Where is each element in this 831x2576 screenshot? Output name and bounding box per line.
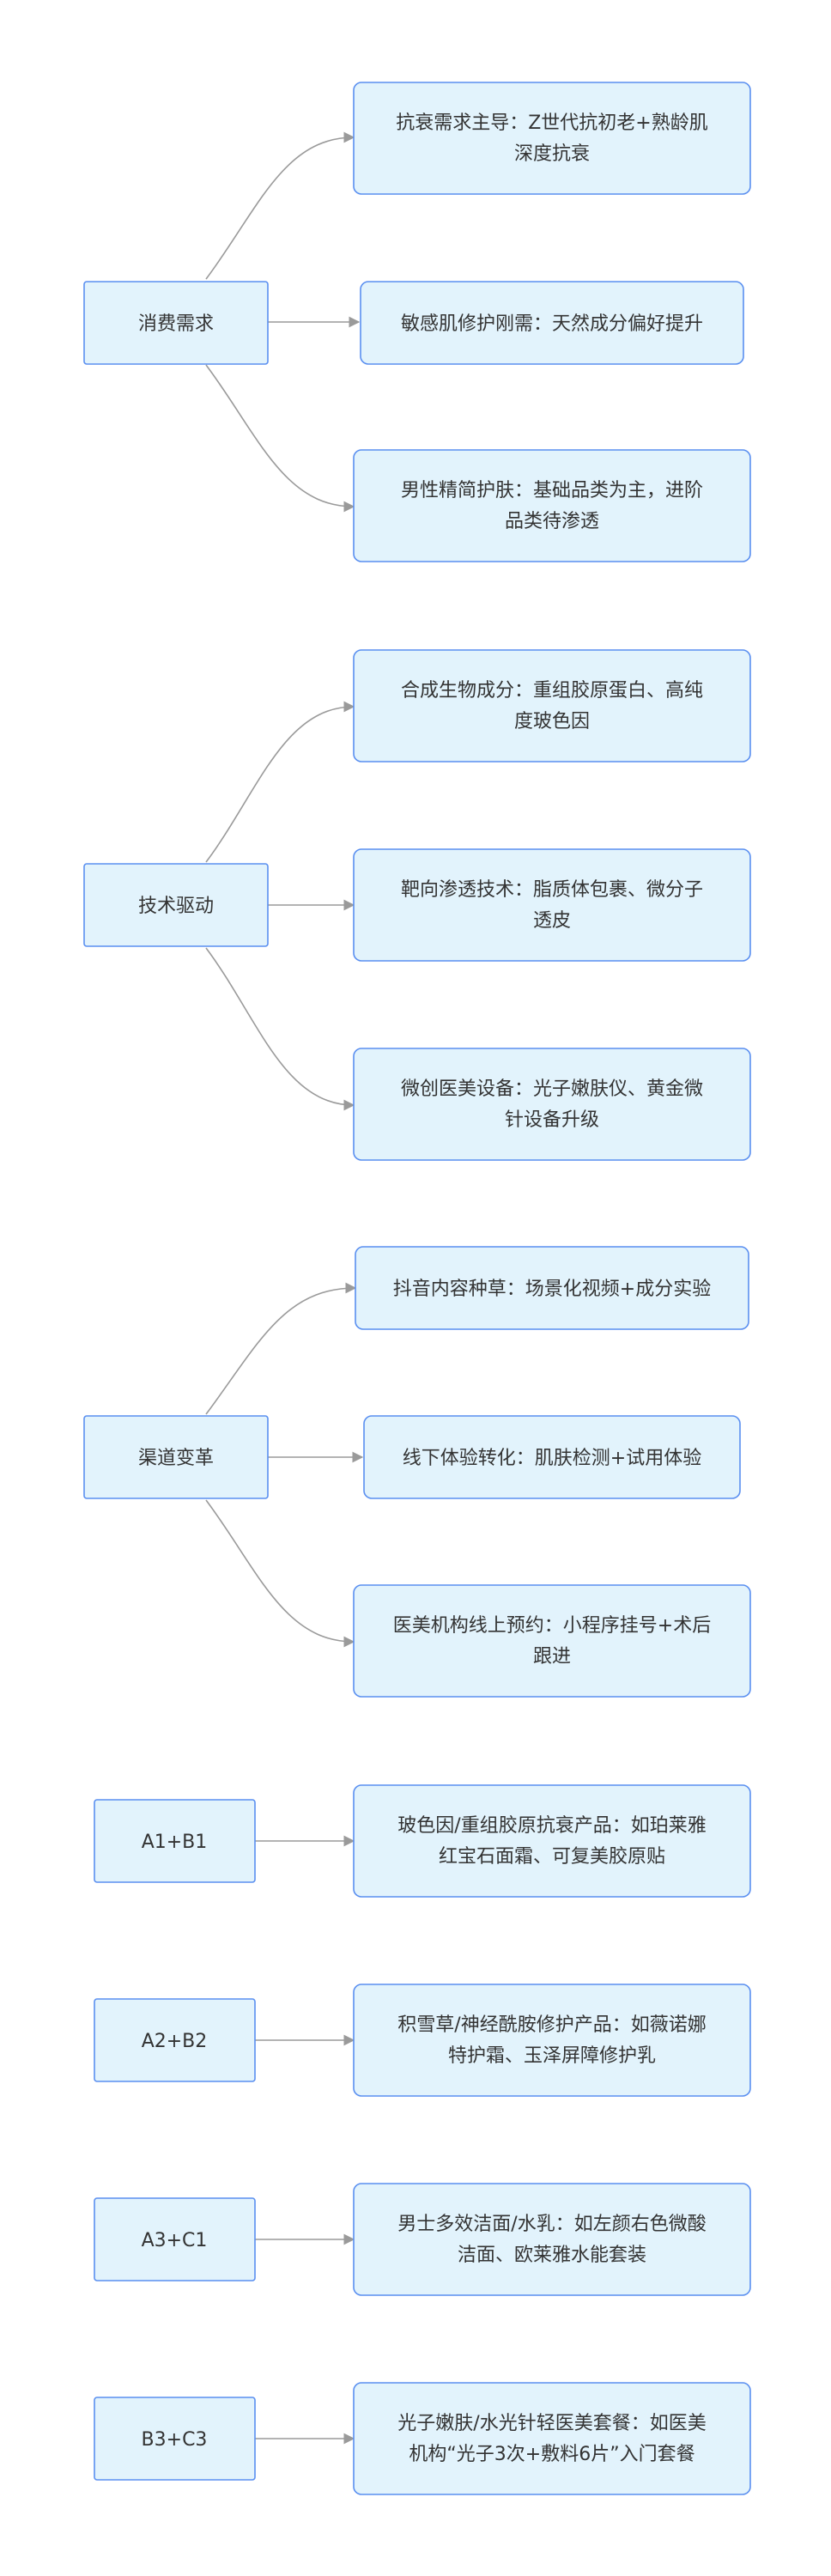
node-label: 技术驱动 [138, 896, 214, 917]
node-line-2: 机构“光子3次+敷料6片”入门套餐 [409, 2444, 695, 2465]
node-anti-aging-products: 玻色因/重组胶原抗衰产品：如珀莱雅 红宝石面霜、可复美胶原贴 [353, 1784, 751, 1898]
node-channel-change: 渠道变革 [83, 1415, 269, 1499]
node-consumer-demand: 消费需求 [83, 281, 269, 365]
node-sensitive-skin: 敏感肌修护刚需：天然成分偏好提升 [360, 281, 744, 365]
node-label: 消费需求 [138, 313, 214, 335]
node-b3c3: B3+C3 [94, 2397, 256, 2481]
node-label: 渠道变革 [138, 1448, 214, 1469]
node-line-1: 合成生物成分：重组胶原蛋白、高纯 [401, 680, 703, 702]
node-line-1: 靶向渗透技术：脂质体包裹、微分子 [401, 879, 703, 901]
node-label: B3+C3 [142, 2429, 208, 2451]
node-male-skincare: 男性精简护肤：基础品类为主，进阶 品类待渗透 [353, 449, 751, 562]
node-a3c1: A3+C1 [94, 2197, 256, 2281]
node-line-2: 品类待渗透 [505, 511, 599, 532]
node-a1b1: A1+B1 [94, 1799, 256, 1883]
node-clinic-booking: 医美机构线上预约：小程序挂号+术后 跟进 [353, 1584, 751, 1698]
edges [205, 131, 364, 2445]
node-line-1: 抖音内容种草：场景化视频+成分实验 [393, 1279, 711, 1300]
node-mens-products: 男士多效洁面/水乳：如左颜右色微酸 洁面、欧莱雅水能套装 [353, 2183, 751, 2296]
node-label: A2+B2 [142, 2031, 208, 2052]
node-line-1: 玻色因/重组胶原抗衰产品：如珀莱雅 [397, 1815, 706, 1837]
node-line-1: 抗衰需求主导：Z世代抗初老+熟龄肌 [396, 112, 708, 134]
node-line-2: 度玻色因 [514, 711, 590, 732]
node-line-1: 男士多效洁面/水乳：如左颜右色微酸 [397, 2214, 706, 2235]
edge-tech-1 [205, 701, 355, 863]
node-line-2: 透皮 [533, 910, 571, 932]
node-tech-driven: 技术驱动 [83, 863, 269, 947]
node-line-1: 积雪草/神经酰胺修护产品：如薇诺娜 [397, 2014, 706, 2036]
edge-consumer-3 [205, 364, 355, 513]
edge-channel-1 [205, 1282, 357, 1415]
node-line-1: 医美机构线上预约：小程序挂号+术后 [393, 1615, 711, 1637]
node-line-1: 线下体验转化：肌肤检测+试用体验 [403, 1448, 701, 1469]
node-line-2: 红宝石面霜、可复美胶原贴 [439, 1846, 665, 1868]
node-line-1: 微创医美设备：光子嫩肤仪、黄金微 [401, 1078, 703, 1100]
node-line-2: 特护霜、玉泽屏障修护乳 [448, 2045, 656, 2067]
node-line-1: 男性精简护肤：基础品类为主，进阶 [401, 480, 703, 501]
node-line-2: 针设备升级 [505, 1109, 599, 1131]
node-line-1: 敏感肌修护刚需：天然成分偏好提升 [401, 313, 703, 335]
node-label: A3+C1 [142, 2230, 208, 2251]
node-douyin-seeding: 抖音内容种草：场景化视频+成分实验 [355, 1246, 749, 1330]
edge-consumer-1 [205, 131, 355, 280]
node-light-aesthetics-package: 光子嫩肤/水光针轻医美套餐：如医美 机构“光子3次+敷料6片”入门套餐 [353, 2382, 751, 2495]
node-line-1: 光子嫩肤/水光针轻医美套餐：如医美 [397, 2413, 706, 2434]
node-micro-device: 微创医美设备：光子嫩肤仪、黄金微 针设备升级 [353, 1048, 751, 1161]
node-repair-products: 积雪草/神经酰胺修护产品：如薇诺娜 特护霜、玉泽屏障修护乳 [353, 1984, 751, 2097]
node-label: A1+B1 [142, 1832, 208, 1853]
node-line-2: 洁面、欧莱雅水能套装 [458, 2245, 646, 2266]
node-targeted-delivery: 靶向渗透技术：脂质体包裹、微分子 透皮 [353, 848, 751, 962]
node-offline-experience: 线下体验转化：肌肤检测+试用体验 [363, 1415, 741, 1499]
node-line-2: 跟进 [533, 1646, 571, 1668]
node-synthetic-bio: 合成生物成分：重组胶原蛋白、高纯 度玻色因 [353, 649, 751, 762]
edge-tech-3 [205, 947, 355, 1111]
node-line-2: 深度抗衰 [514, 143, 590, 165]
edge-channel-3 [205, 1499, 355, 1648]
node-anti-aging-demand: 抗衰需求主导：Z世代抗初老+熟龄肌 深度抗衰 [353, 82, 751, 195]
node-a2b2: A2+B2 [94, 1998, 256, 2082]
